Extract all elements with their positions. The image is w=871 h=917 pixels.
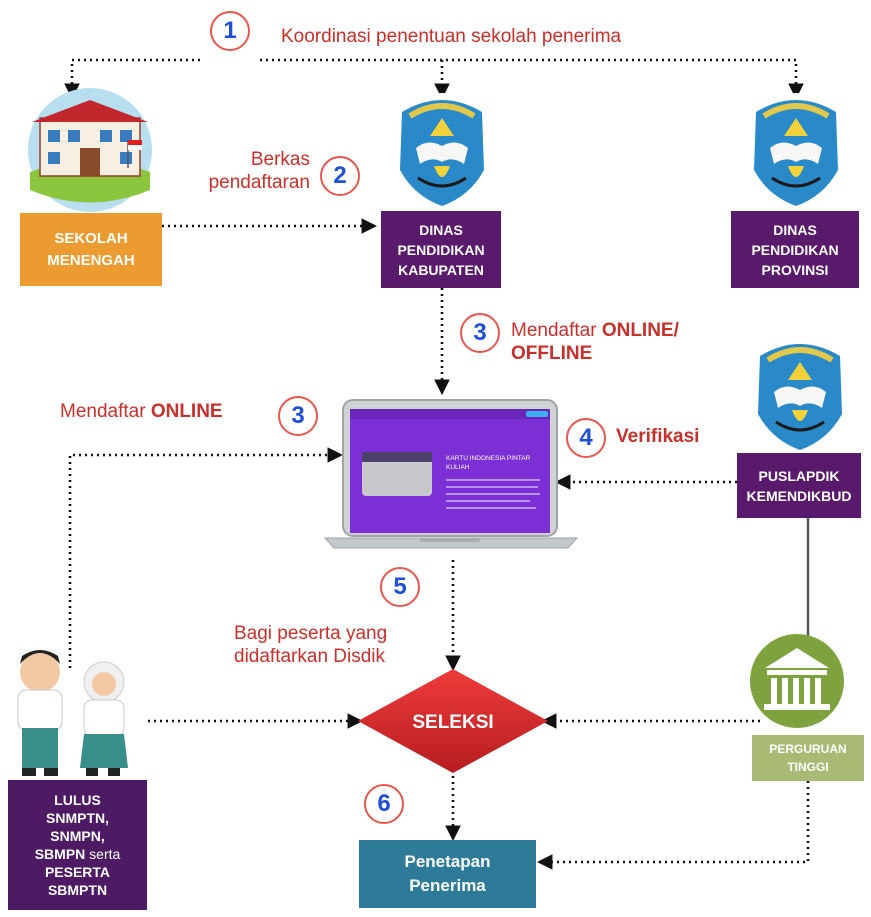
step-number-3: 3 xyxy=(460,313,500,353)
penetapan-penerima-box: Penetapan Penerima xyxy=(359,840,536,908)
step-3-online-offline: ONLINE/ xyxy=(601,320,679,341)
seleksi-label: SELEKSI xyxy=(412,712,493,733)
step-3-offline: OFFLINE xyxy=(511,343,593,364)
lulus-serta: serta xyxy=(85,846,121,862)
dinas-kabupaten-box: DINAS PENDIDIKAN KABUPATEN xyxy=(381,211,501,288)
puslapdik-box: PUSLAPDIK KEMENDIKBUD xyxy=(737,453,861,518)
laptop-screen-title: KARTU INDONESIA PINTAR xyxy=(446,455,531,462)
step-number-4: 4 xyxy=(566,418,606,458)
lulus-line6: SBMPTN xyxy=(47,882,108,898)
lulus-line1: LULUS xyxy=(54,792,101,808)
seleksi-diamond xyxy=(358,669,548,773)
kabupaten-line3: KABUPATEN xyxy=(398,261,484,278)
step-number-1: 1 xyxy=(210,11,250,51)
lulus-box: LULUS SNMPTN, SNMPN, SBMPN serta PESERTA… xyxy=(8,780,147,910)
step-3b-online: ONLINE xyxy=(150,401,223,422)
penetapan-line1: Penetapan xyxy=(404,852,491,871)
kabupaten-line2: PENDIDIKAN xyxy=(397,241,485,258)
kabupaten-line1: DINAS xyxy=(419,221,463,238)
step-2-label-line2: pendaftaran xyxy=(208,172,310,193)
laptop-screen-title-2: KULIAH xyxy=(446,464,470,471)
puslapdik-line1: PUSLAPDIK xyxy=(758,467,840,484)
step-3b-prefix: Mendaftar xyxy=(60,401,151,422)
connectors xyxy=(64,58,810,870)
step-5-label: Bagi peserta yang didaftarkan Disdik xyxy=(234,622,387,668)
step-number-3b: 3 xyxy=(278,396,318,436)
students-icon xyxy=(17,650,128,776)
provinsi-line3: PROVINSI xyxy=(761,261,829,278)
step-2-label: Berkas pendaftaran xyxy=(194,148,310,194)
lulus-line2: SNMPTN, xyxy=(46,810,109,826)
provinsi-line2: PENDIDIKAN xyxy=(751,241,839,258)
tut-wuri-emblem-icon xyxy=(387,93,497,206)
university-icon xyxy=(750,634,844,728)
step-4-label: Verifikasi xyxy=(616,425,699,448)
step-5-line2: didaftarkan Disdik xyxy=(234,646,386,667)
step-2-label-line1: Berkas xyxy=(250,149,310,170)
step-1-label: Koordinasi penentuan sekolah penerima xyxy=(281,26,622,47)
lulus-sbmpn: SBMPN xyxy=(34,846,86,862)
lulus-line4: SBMPN serta xyxy=(35,845,121,863)
tut-wuri-emblem-icon xyxy=(741,93,851,206)
school-icon xyxy=(28,88,152,212)
step-3-prefix: Mendaftar xyxy=(511,320,602,341)
perguruan-line1: PERGURUAN xyxy=(769,742,847,756)
dinas-provinsi-box: DINAS PENDIDIKAN PROVINSI xyxy=(731,211,859,288)
lulus-line5: PESERTA xyxy=(44,864,111,880)
laptop-icon: KARTU INDONESIA PINTAR KULIAH xyxy=(323,399,579,549)
lulus-line3: SNMPN, xyxy=(50,828,105,844)
perguruan-line2: TINGGI xyxy=(787,760,829,774)
sekolah-line1: SEKOLAH xyxy=(54,229,128,247)
step-5-line1: Bagi peserta yang xyxy=(234,623,388,644)
penetapan-line2: Penerima xyxy=(409,876,486,895)
step-number-5: 5 xyxy=(380,567,420,607)
tut-wuri-emblem-icon xyxy=(745,337,855,450)
step-3-label-left: Mendaftar ONLINE xyxy=(60,400,223,423)
sekolah-menengah-box: SEKOLAH MENENGAH xyxy=(20,213,162,286)
perguruan-tinggi-box: PERGURUAN TINGGI xyxy=(752,735,864,781)
sekolah-line2: MENENGAH xyxy=(47,251,135,269)
step-4-verifikasi: Verifikasi xyxy=(616,426,700,447)
step-3-label-right: Mendaftar ONLINE/ OFFLINE xyxy=(511,319,679,365)
step-number-6: 6 xyxy=(364,784,404,824)
step-number-2: 2 xyxy=(320,156,360,196)
provinsi-line1: DINAS xyxy=(773,221,817,238)
puslapdik-line2: KEMENDIKBUD xyxy=(746,487,852,504)
